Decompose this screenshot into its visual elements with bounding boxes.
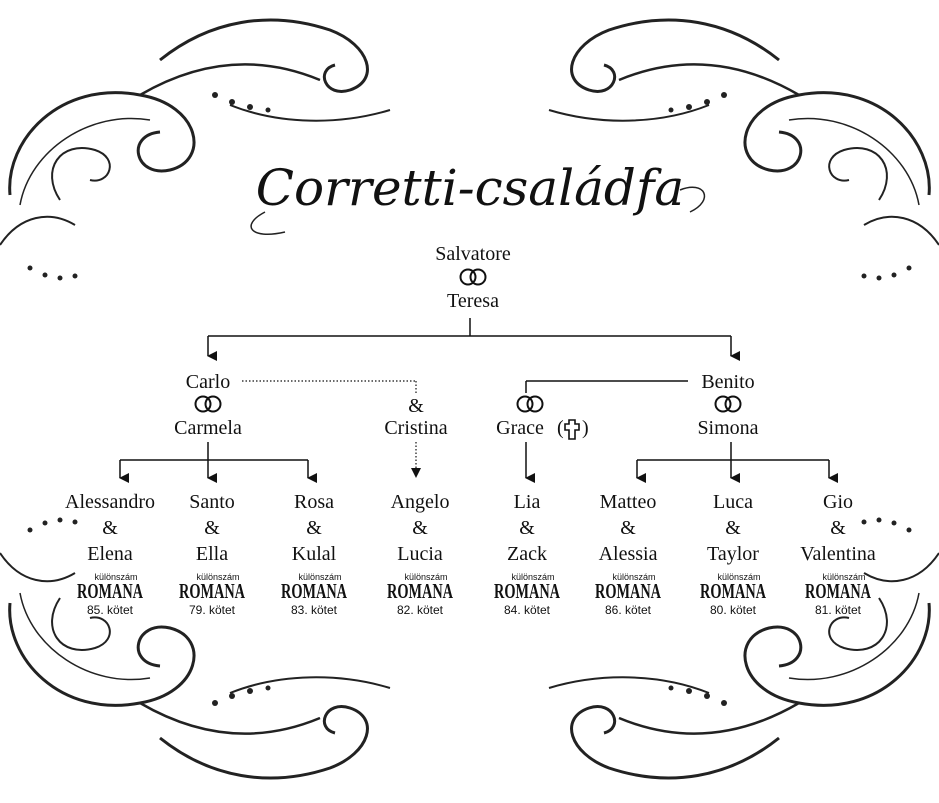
root-connector xyxy=(207,318,740,361)
volume-label: 80. kötet xyxy=(710,603,757,617)
root-partner1: Salvatore xyxy=(435,243,511,265)
romana-badge-top: különszám xyxy=(196,572,239,582)
romana-badge-top: különszám xyxy=(511,572,554,582)
child-column: Luca & Taylor különszám ROMANA 80. kötet xyxy=(700,491,767,617)
romana-logo: ROMANA xyxy=(595,579,662,603)
child-joiner: & xyxy=(102,517,118,539)
spouse-name: Ella xyxy=(196,543,228,565)
svg-text:(: ( xyxy=(557,417,564,439)
child-name: Rosa xyxy=(294,491,334,513)
child-name: Gio xyxy=(823,491,853,513)
angelo-arrow xyxy=(411,468,421,478)
child-joiner: & xyxy=(725,517,741,539)
volume-label: 83. kötet xyxy=(291,603,338,617)
carlo-cristina-dotted-link xyxy=(242,380,417,470)
volume-label: 85. kötet xyxy=(87,603,134,617)
wedding-rings-icon xyxy=(459,268,487,286)
volume-label: 82. kötet xyxy=(397,603,444,617)
benito-name: Benito xyxy=(701,371,754,393)
child-column: Alessandro & Elena különszám ROMANA 85. … xyxy=(65,491,155,617)
root-partner2: Teresa xyxy=(447,290,499,312)
simona-name: Simona xyxy=(697,417,758,439)
romana-badge-top: különszám xyxy=(298,572,341,582)
romana-logo: ROMANA xyxy=(77,579,144,603)
title-flourish xyxy=(250,186,706,235)
wedding-rings-icon xyxy=(516,395,544,413)
child-joiner: & xyxy=(204,517,220,539)
romana-badge-top: különszám xyxy=(612,572,655,582)
tree-title: Corretti-családfa xyxy=(256,159,684,217)
child-column: Matteo & Alessia különszám ROMANA 86. kö… xyxy=(595,491,662,617)
carmela-name: Carmela xyxy=(174,417,242,439)
romana-logo: ROMANA xyxy=(387,579,454,603)
child-column: Angelo & Lucia különszám ROMANA 82. köte… xyxy=(387,491,454,617)
romana-badge-top: különszám xyxy=(94,572,137,582)
svg-text:): ) xyxy=(582,417,589,439)
benito-children-connector xyxy=(636,442,838,483)
carlo-name: Carlo xyxy=(186,371,230,393)
volume-label: 79. kötet xyxy=(189,603,236,617)
spouse-name: Valentina xyxy=(800,543,876,565)
romana-logo: ROMANA xyxy=(179,579,246,603)
child-column: Santo & Ella különszám ROMANA 79. kötet xyxy=(179,491,246,617)
child-name: Matteo xyxy=(600,491,657,513)
romana-badge-top: különszám xyxy=(717,572,760,582)
child-column: Rosa & Kulal különszám ROMANA 83. kötet xyxy=(281,491,348,617)
spouse-name: Alessia xyxy=(599,543,658,565)
child-column: Gio & Valentina különszám ROMANA 81. köt… xyxy=(800,491,876,617)
ornament-top-left xyxy=(0,18,392,282)
child-name: Lia xyxy=(514,491,541,513)
child-name: Santo xyxy=(189,491,235,513)
ornament-top-right xyxy=(547,18,939,282)
romana-logo: ROMANA xyxy=(494,579,561,603)
child-name: Angelo xyxy=(391,491,450,513)
child-joiner: & xyxy=(620,517,636,539)
volume-label: 81. kötet xyxy=(815,603,862,617)
romana-logo: ROMANA xyxy=(700,579,767,603)
spouse-name: Kulal xyxy=(292,543,337,565)
volume-label: 86. kötet xyxy=(605,603,652,617)
spouse-name: Taylor xyxy=(707,543,759,565)
cristina-joiner: & xyxy=(408,395,424,417)
romana-badge-top: különszám xyxy=(822,572,865,582)
carlo-children-connector xyxy=(119,442,317,483)
child-joiner: & xyxy=(830,517,846,539)
spouse-name: Zack xyxy=(507,543,547,565)
child-joiner: & xyxy=(412,517,428,539)
child-joiner: & xyxy=(306,517,322,539)
child-column: Lia & Zack különszám ROMANA 84. kötet xyxy=(494,491,561,617)
romana-badge-top: különszám xyxy=(404,572,447,582)
wedding-rings-icon xyxy=(714,395,742,413)
child-name: Luca xyxy=(713,491,753,513)
child-name: Alessandro xyxy=(65,491,155,513)
benito-grace-connector xyxy=(525,380,688,483)
romana-logo: ROMANA xyxy=(805,579,872,603)
grace-name: Grace xyxy=(496,417,544,439)
deceased-cross-icon: ( ) xyxy=(557,417,589,440)
wedding-rings-icon xyxy=(194,395,222,413)
cristina-name: Cristina xyxy=(384,417,447,439)
spouse-name: Lucia xyxy=(397,543,443,565)
child-joiner: & xyxy=(519,517,535,539)
romana-logo: ROMANA xyxy=(281,579,348,603)
volume-label: 84. kötet xyxy=(504,603,551,617)
spouse-name: Elena xyxy=(87,543,133,565)
